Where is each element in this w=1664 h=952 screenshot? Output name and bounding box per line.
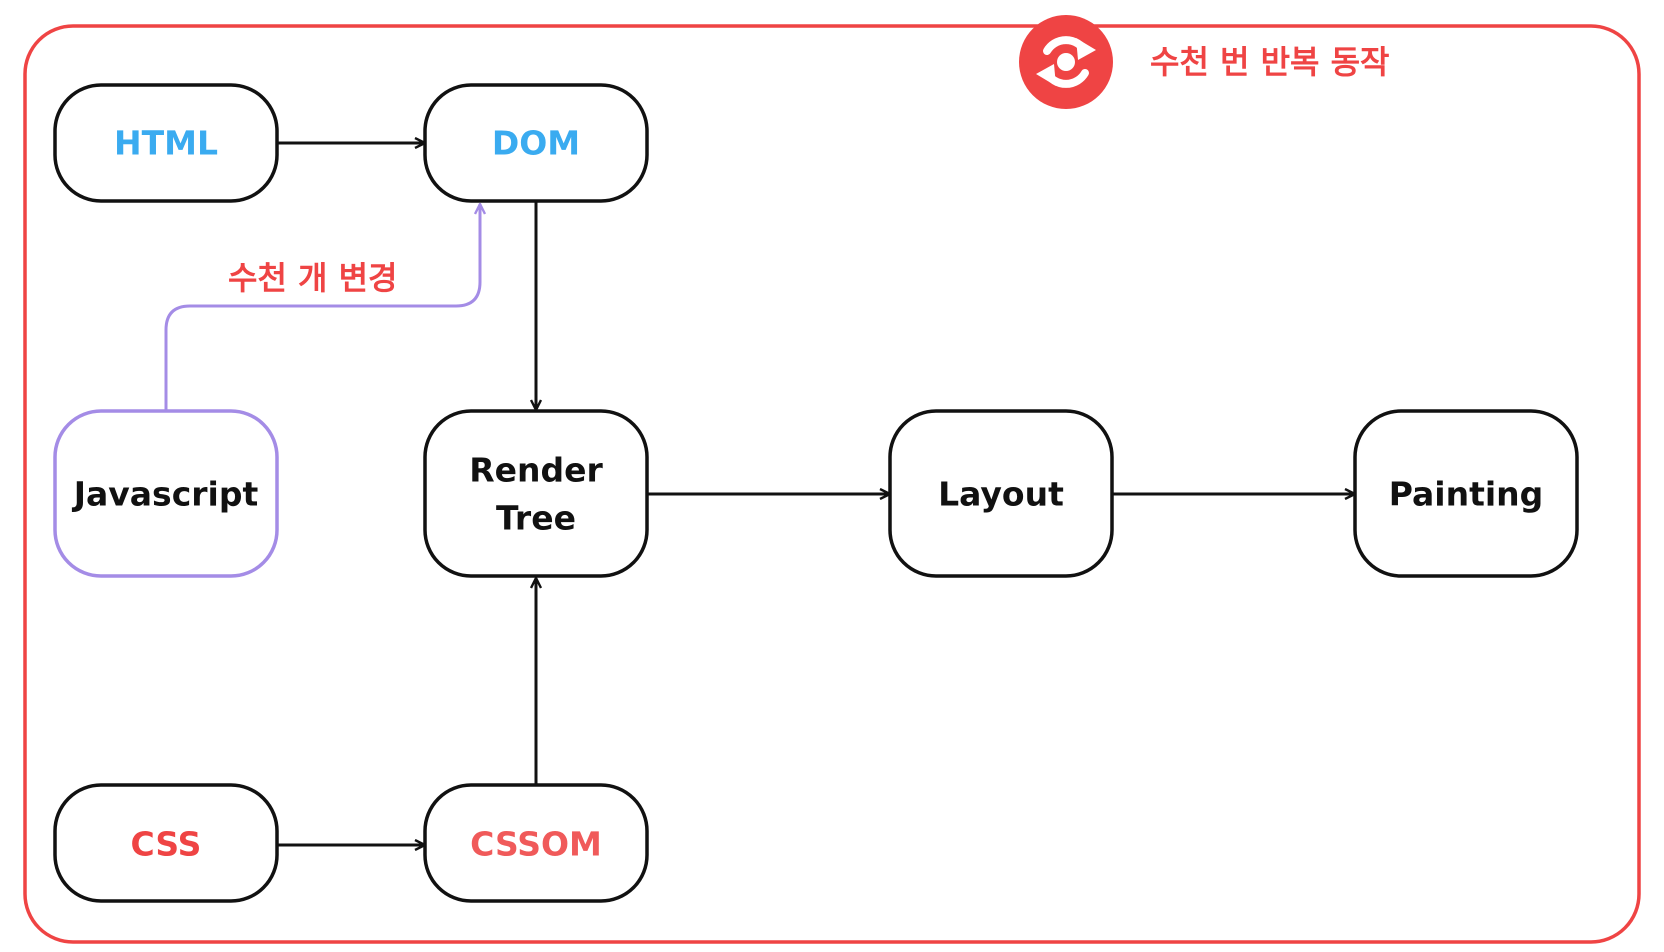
node-html-label: HTML <box>114 124 218 163</box>
node-render-tree-line2: Tree <box>496 499 576 538</box>
node-javascript: Javascript <box>53 409 279 578</box>
loop-frame <box>23 24 1641 944</box>
node-html: HTML <box>53 83 279 203</box>
node-javascript-label: Javascript <box>72 475 259 514</box>
node-css-label: CSS <box>131 825 202 864</box>
arrow-javascript-to-dom <box>164 204 480 411</box>
refresh-cycle-icon <box>1019 15 1113 109</box>
node-css: CSS <box>53 783 279 903</box>
node-render-tree: Render Tree <box>423 409 649 578</box>
node-dom: DOM <box>423 83 649 203</box>
loop-label: 수천 번 반복 동작 <box>1150 43 1390 81</box>
node-render-tree-line1: Render <box>469 451 603 490</box>
node-cssom-label: CSSOM <box>470 825 602 864</box>
node-dom-label: DOM <box>492 124 580 163</box>
js-change-label: 수천 개 변경 <box>228 259 397 297</box>
node-layout: Layout <box>888 409 1114 578</box>
node-cssom: CSSOM <box>423 783 649 903</box>
node-layout-label: Layout <box>938 475 1064 514</box>
node-painting: Painting <box>1353 409 1579 578</box>
node-painting-label: Painting <box>1389 475 1544 514</box>
